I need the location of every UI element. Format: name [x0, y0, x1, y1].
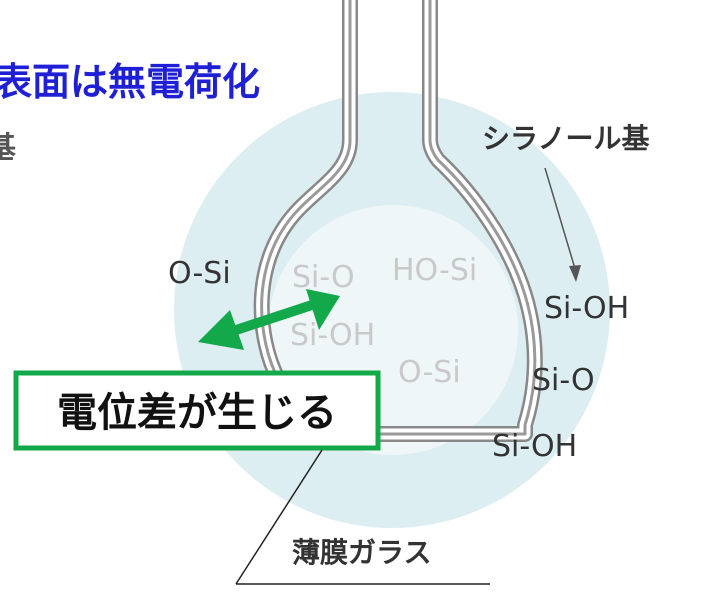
callout-box — [13, 370, 381, 451]
molecule-outer-si-oh-top: Si-OH — [544, 291, 629, 326]
molecule-inner-ho-si: HO-Si — [392, 253, 477, 288]
thin-glass-label: 薄膜ガラス — [292, 536, 431, 569]
partial-subtitle: 基 — [0, 131, 16, 166]
callout-text: 電位差が生じる — [57, 390, 337, 436]
molecule-outer-o-si: O-Si — [168, 256, 231, 291]
silanol-label: シラノール基 — [482, 122, 649, 155]
double-arrow-head-right — [306, 289, 340, 330]
molecule-inner-si-o: Si-O — [292, 260, 355, 295]
thin-glass-leader — [235, 449, 323, 585]
molecule-outer-si-oh-bottom: Si-OH — [492, 429, 577, 464]
silanol-pointer-line — [544, 167, 577, 273]
molecule-outer-si-o: Si-O — [532, 363, 595, 398]
molecule-inner-o-si: O-Si — [398, 355, 461, 390]
silanol-pointer-arrowhead — [569, 265, 581, 282]
double-arrow-head-left — [198, 310, 244, 350]
partial-title: 表面は無電荷化 — [0, 60, 260, 104]
molecule-inner-si-oh: Si-OH — [290, 318, 375, 353]
